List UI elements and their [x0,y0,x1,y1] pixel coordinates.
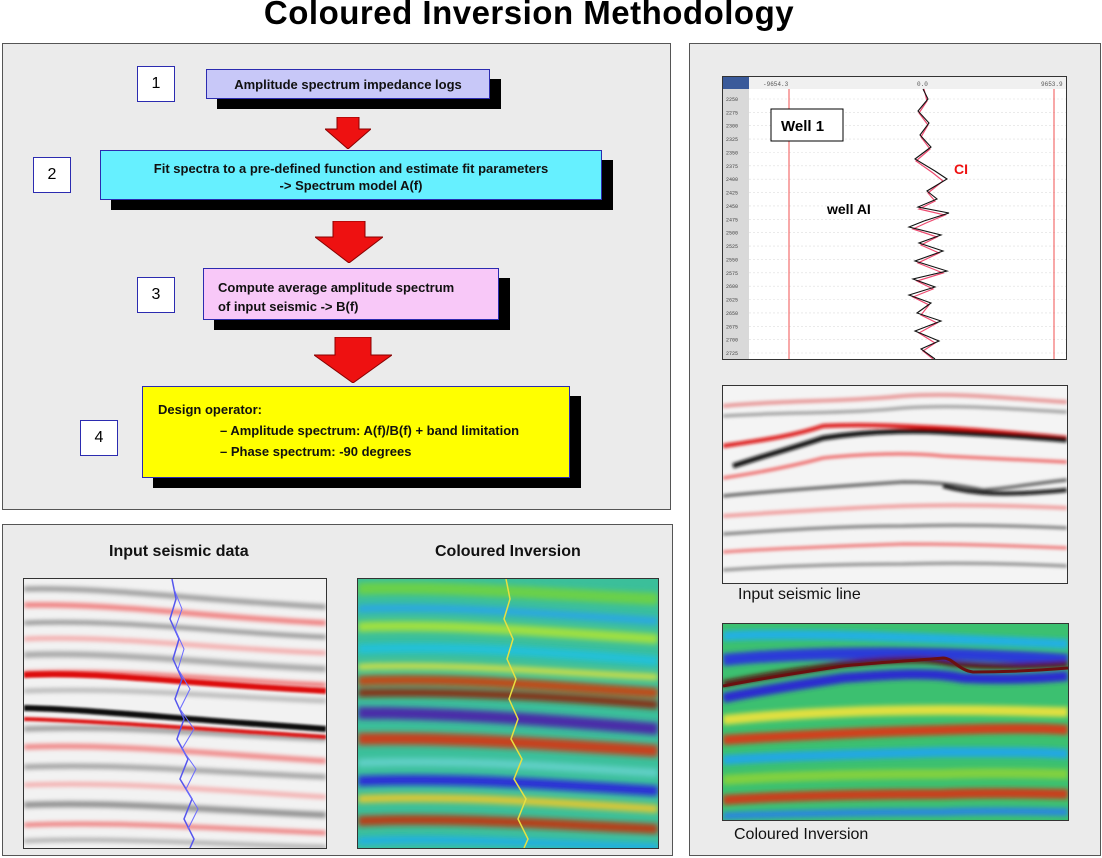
coloured-inversion-image [357,578,659,849]
depth-tick-label: 2550 [726,257,738,263]
depth-tick-label: 2350 [726,151,738,157]
depth-tick-label: 2725 [726,351,738,357]
comparison-panel: Input seismic data Coloured Inversion [2,524,673,856]
depth-tick-label: 2600 [726,284,738,290]
step-2-line2: -> Spectrum model A(f) [279,178,423,193]
depth-tick-label: 2625 [726,298,738,304]
workflow-panel: 1 Amplitude spectrum impedance logs 2 Fi… [2,43,671,510]
well-log-header-mid: 0.0 [917,81,928,88]
step-number-2: 2 [33,157,71,193]
step-number-3: 3 [137,277,175,313]
well-ai-label: well AI [826,201,871,217]
depth-tick-label: 2425 [726,191,738,197]
well-log-header-right: 9653.9 [1041,81,1063,88]
right-panel: -9654.3 0.0 9653.9 2250 2275 2300 2325 2350 2… [689,43,1101,856]
depth-tick-label: 2400 [726,177,738,183]
inversion-line-caption: Coloured Inversion [734,826,869,843]
well-label: Well 1 [781,118,824,135]
depth-tick-label: 2675 [726,324,738,330]
page-title: Coloured Inversion Methodology [263,0,795,31]
step-3-line2: of input seismic -> B(f) [218,299,359,314]
coloured-inversion-caption: Coloured Inversion [435,543,581,560]
step-3-box: Compute average amplitude spectrum of in… [203,268,499,320]
arrow-down-icon [314,337,392,383]
step-3-line1: Compute average amplitude spectrum [218,280,455,295]
depth-tick-label: 2700 [726,338,738,344]
seismic-line-caption: Input seismic line [738,586,861,603]
step-number-4: 4 [80,420,118,456]
depth-tick-label: 2650 [726,311,738,317]
step-4-line2: – Amplitude spectrum: A(f)/B(f) + band l… [220,423,520,438]
step-2-line1: Fit spectra to a pre-defined function an… [153,161,549,176]
input-seismic-image [23,578,327,849]
depth-tick-label: 2500 [726,231,738,237]
ci-label: CI [954,161,968,177]
well-log-header-left: -9654.3 [763,81,789,88]
step-number-1: 1 [137,66,175,102]
input-seismic-caption: Input seismic data [109,543,249,560]
step-1-text: Amplitude spectrum impedance logs [234,76,462,92]
depth-tick-label: 2325 [726,137,738,143]
step-4-line1: Design operator: [158,402,263,417]
step-4-line3: – Phase spectrum: -90 degrees [220,444,412,459]
step-2-box: Fit spectra to a pre-defined function an… [100,150,602,200]
depth-tick-label: 2475 [726,217,738,223]
step-1-box: Amplitude spectrum impedance logs [206,69,490,99]
depth-tick-label: 2275 [726,110,738,116]
arrow-down-icon [325,117,371,149]
depth-tick-label: 2300 [726,124,738,130]
coloured-inversion-line-image [722,623,1069,821]
depth-tick-label: 2575 [726,271,738,277]
step-4-box: Design operator: – Amplitude spectrum: A… [142,386,570,478]
depth-tick-label: 2525 [726,244,738,250]
depth-tick-label: 2450 [726,204,738,210]
arrow-down-icon [315,221,383,263]
depth-tick-label: 2250 [726,97,738,103]
depth-tick-label: 2375 [726,164,738,170]
input-seismic-line-image [722,385,1068,584]
well-log-plot: -9654.3 0.0 9653.9 2250 2275 2300 2325 2350 2… [722,76,1067,360]
